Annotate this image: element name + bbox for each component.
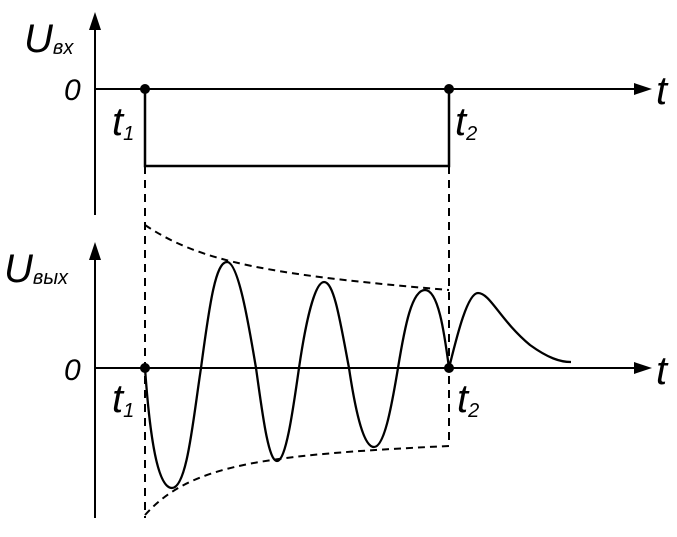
lower-envelope xyxy=(144,445,450,516)
output-t1-dot xyxy=(140,363,150,373)
input-plot: Uвх 0 t t1 t2 xyxy=(24,12,669,215)
input-t1-dot xyxy=(140,84,150,94)
output-t2-dot xyxy=(444,363,454,373)
input-y-label: Uвх xyxy=(24,17,74,61)
output-t1-label: t1 xyxy=(112,377,134,422)
input-t2-dot xyxy=(444,84,454,94)
output-y-axis-arrow xyxy=(89,242,101,260)
output-x-label: t xyxy=(656,349,669,393)
output-t2-label: t2 xyxy=(457,377,479,422)
input-pulse xyxy=(143,89,451,168)
input-y-axis-arrow xyxy=(89,12,101,30)
output-x-axis-arrow xyxy=(634,362,652,374)
input-zero-label: 0 xyxy=(64,74,81,107)
output-plot: Uвых 0 t t1 t2 xyxy=(4,224,669,518)
input-t1-label: t1 xyxy=(112,100,134,145)
input-x-label: t xyxy=(656,69,669,113)
input-t2-label: t2 xyxy=(455,100,477,145)
output-y-label: Uвых xyxy=(4,247,69,291)
upper-envelope xyxy=(144,224,450,291)
input-x-axis-arrow xyxy=(634,83,652,95)
output-zero-label: 0 xyxy=(64,354,81,387)
output-oscillation xyxy=(143,260,572,490)
